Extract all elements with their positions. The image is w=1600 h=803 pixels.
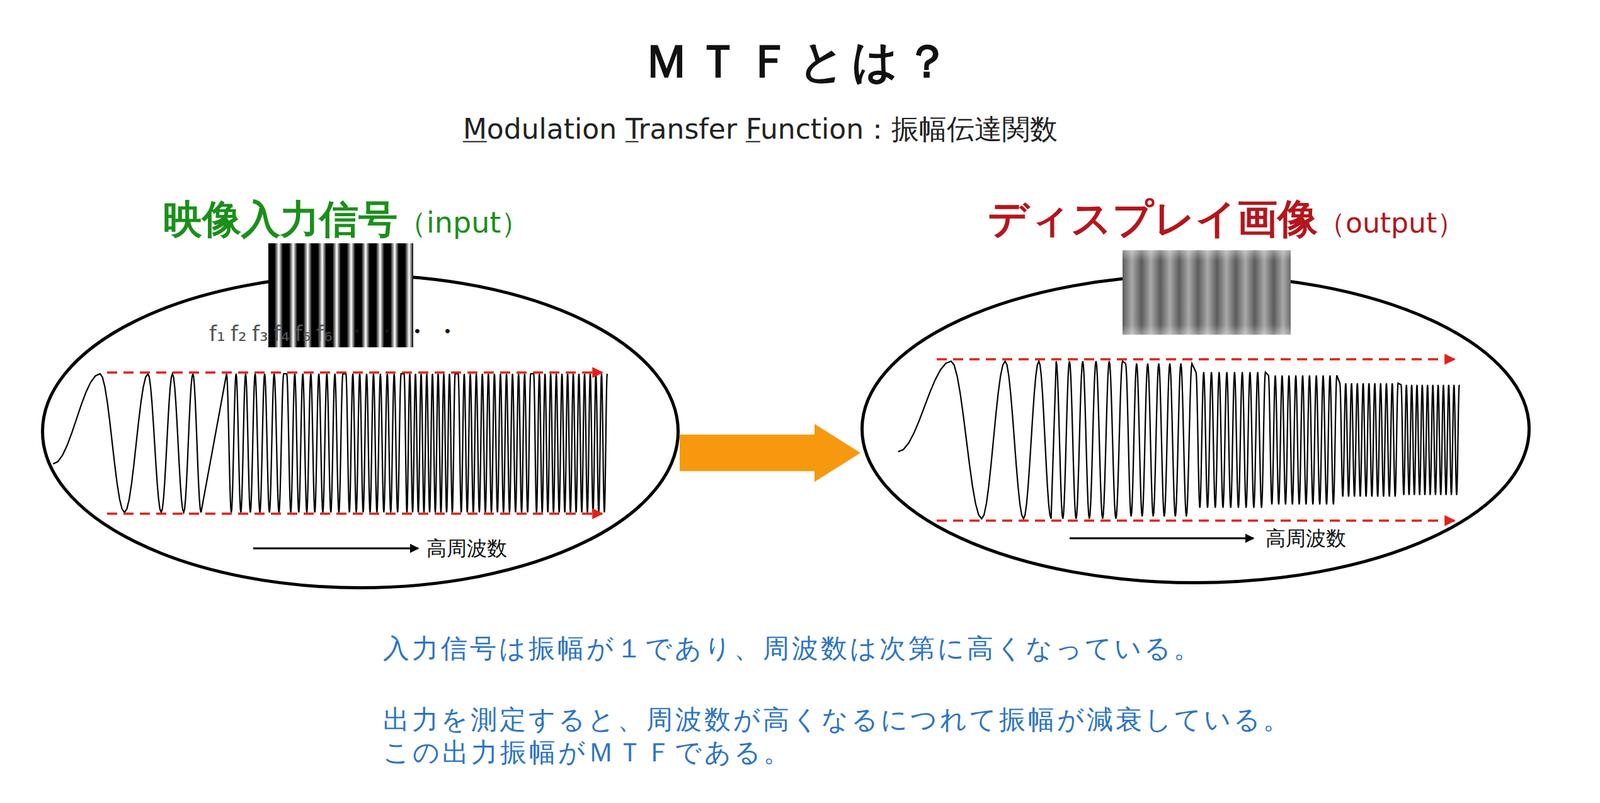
note-text: 入力信号は振幅が１であり、周波数は次第に高くなっている。 [382, 633, 1203, 664]
ellipse-outline [860, 273, 1531, 584]
frequency-label: f₂ [230, 321, 247, 346]
amplitude-guide [107, 512, 603, 515]
output-waveform [898, 360, 1460, 519]
note-text: この出力振幅がＭＴＦである。 [382, 737, 793, 768]
amplitude-guide [936, 357, 1455, 361]
ellipse-border [862, 275, 1530, 583]
note-text: 出力を測定すると、周波数が高くなるにつれて振幅が減衰している。 [382, 704, 1292, 735]
axis-label: 高周波数 [426, 536, 508, 560]
section-heading-note: （input） [397, 205, 530, 240]
output-grating [1122, 250, 1291, 335]
amplitude-guide [107, 371, 603, 374]
frequency-label: f₆ [316, 321, 333, 346]
frequency-axis-arrow [1069, 537, 1254, 540]
axis-label: 高周波数 [1265, 526, 1347, 550]
ellipsis-dots: ・・・・ [345, 318, 467, 344]
page-title: ＭＴＦとは？ [643, 35, 957, 88]
ellipse-border [42, 275, 679, 588]
signal-ellipse: ディスプレイ画像（output）高周波数 [860, 273, 1531, 584]
frequency-label: f₁ [209, 321, 226, 346]
section-heading: 映像入力信号 [163, 196, 398, 242]
frequency-label: f₅ [294, 321, 312, 346]
flow-arrow [679, 423, 861, 482]
section-heading-note: （output） [1317, 207, 1465, 240]
frequency-axis-arrow [253, 547, 419, 550]
frequency-label: f₃ [251, 321, 269, 346]
subtitle: Modulation Transfer Function：振幅伝達関数 [462, 113, 1058, 146]
output-grating-blur [1122, 250, 1291, 335]
heading-row: 映像入力信号（input） [163, 196, 530, 242]
frequency-label: f₄ [273, 321, 290, 346]
section-heading: ディスプレイ画像 [987, 195, 1318, 243]
amplitude-guide [936, 519, 1455, 522]
heading-row: ディスプレイ画像（output） [987, 195, 1465, 243]
input-waveform [52, 373, 608, 513]
